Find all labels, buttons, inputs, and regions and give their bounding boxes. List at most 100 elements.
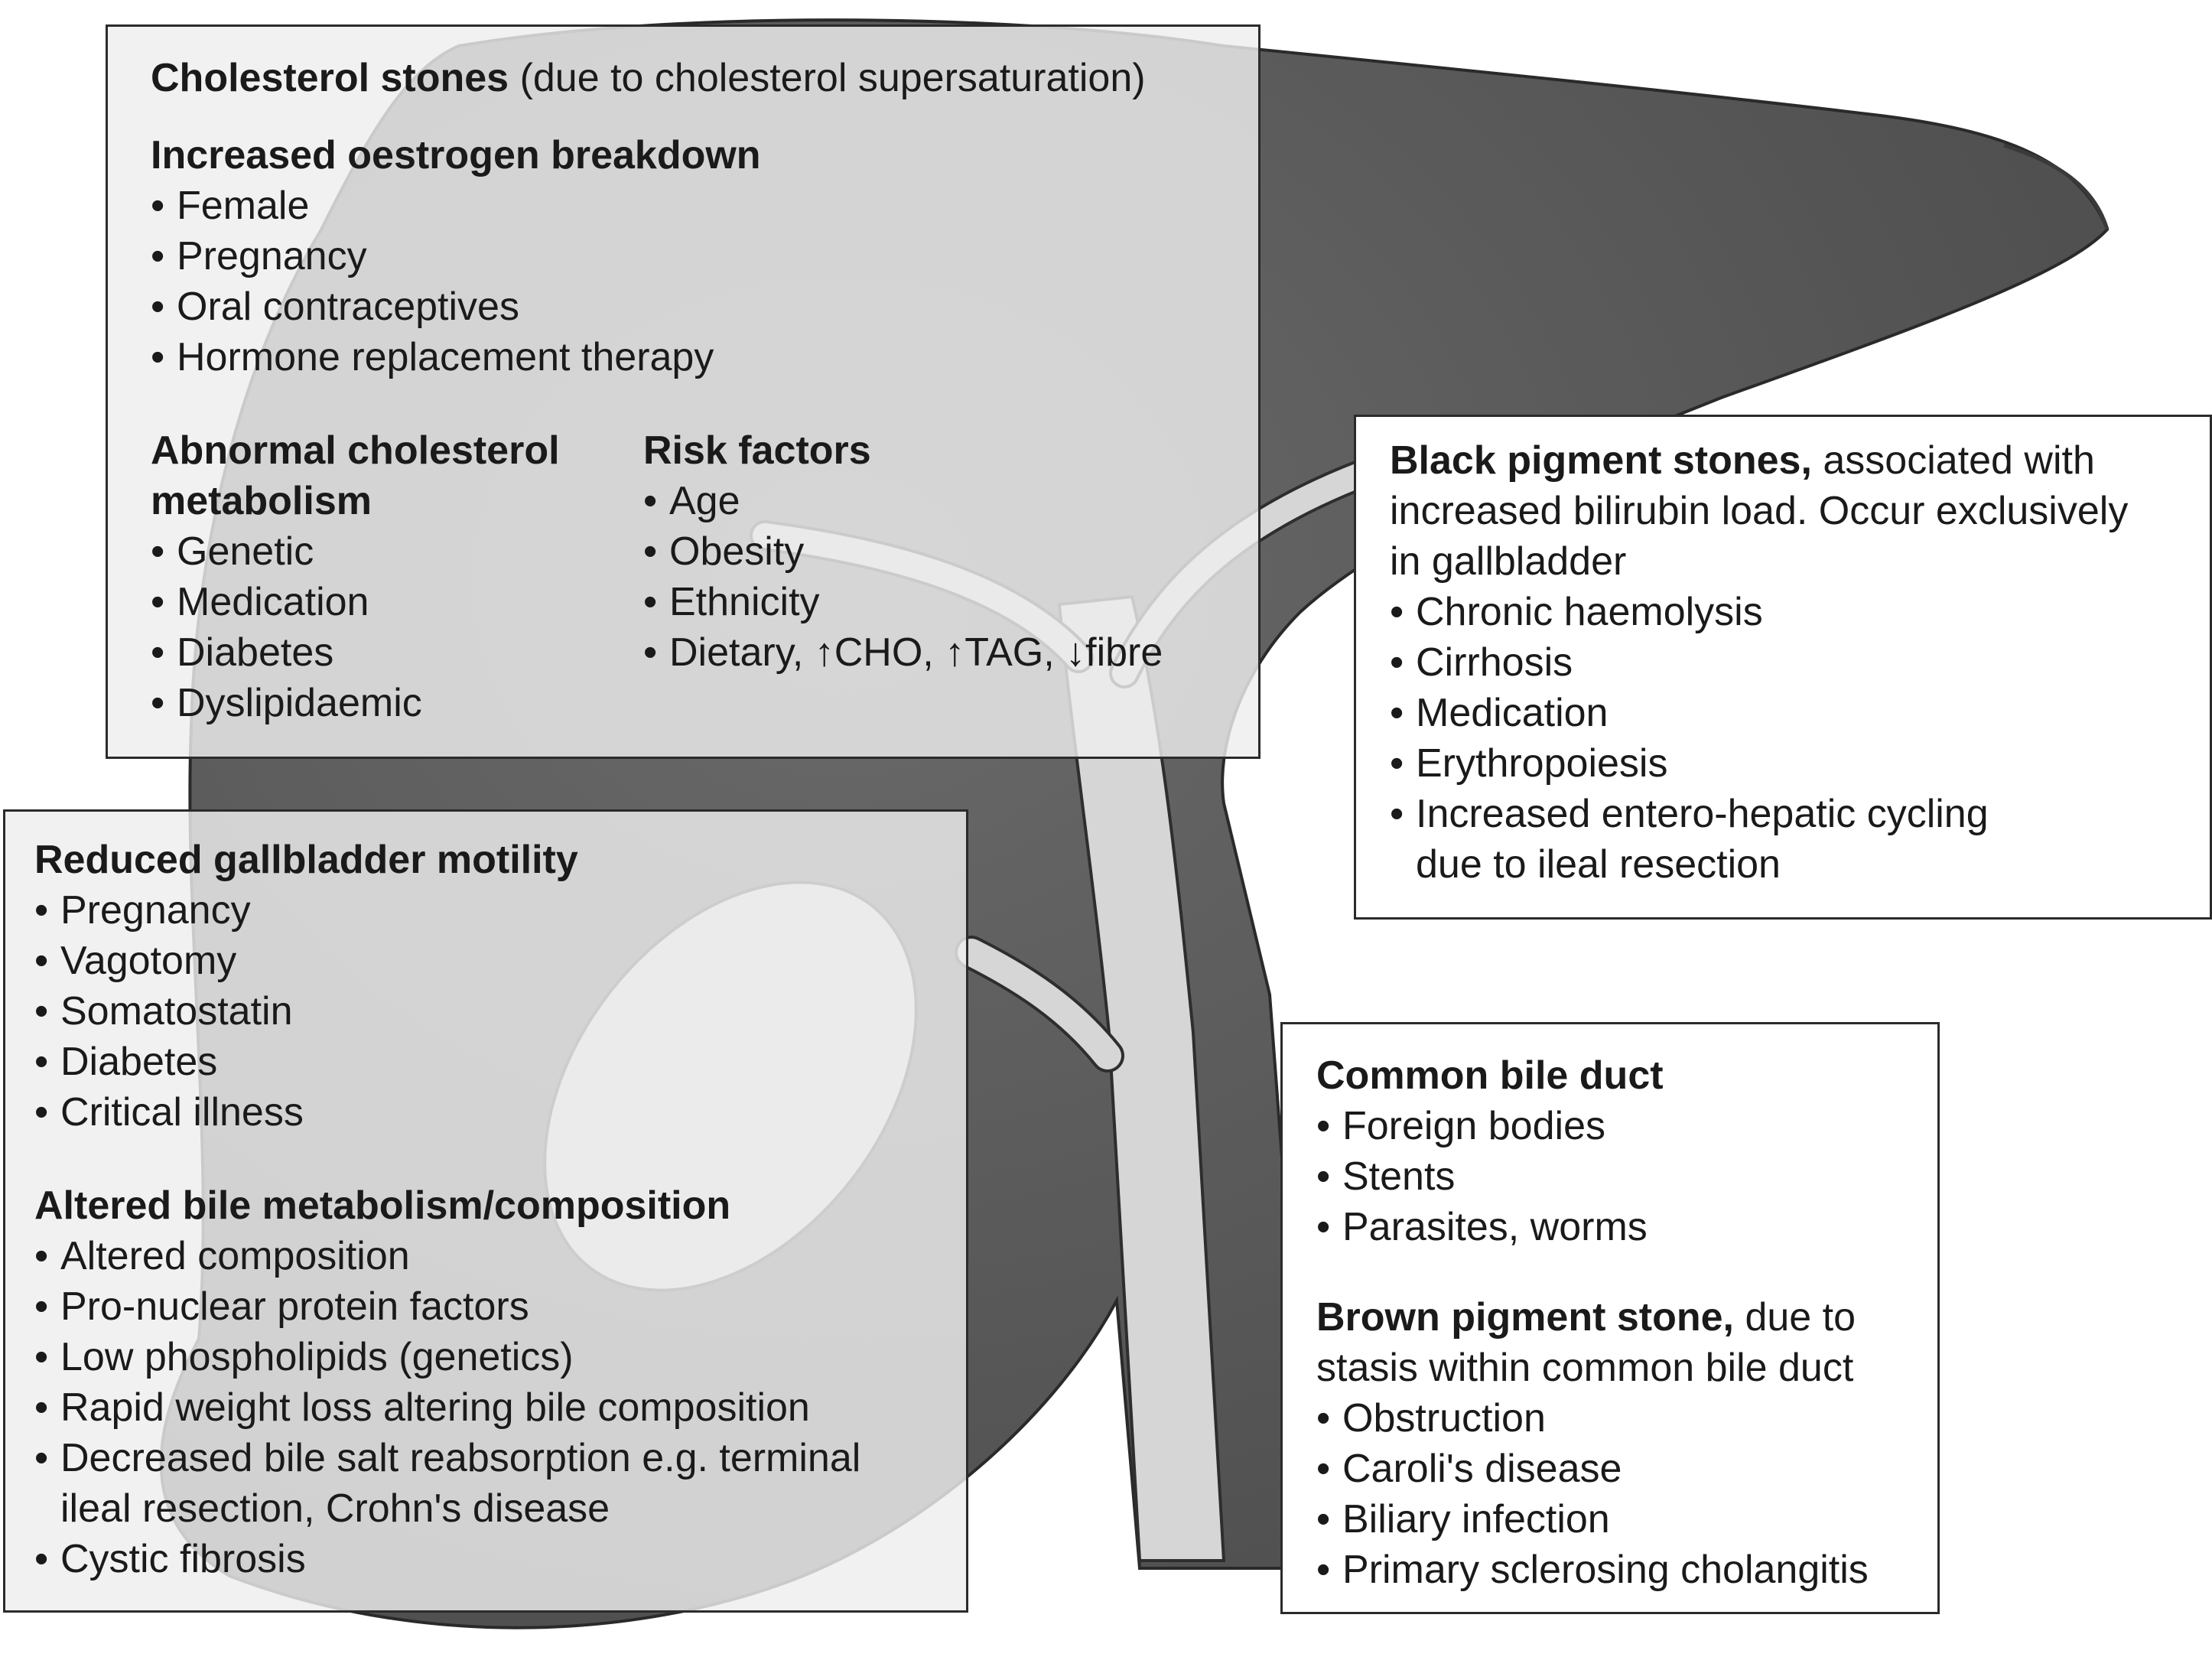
bullet: • <box>1390 590 1404 634</box>
list-item: •Biliary infection <box>1316 1494 1937 1545</box>
list-item-text: Chronic haemolysis <box>1416 590 1763 634</box>
bullet: • <box>151 580 165 624</box>
list-item: •Diabetes <box>34 1037 966 1087</box>
list-item-text: Dietary, ↑CHO, ↑TAG, ↓fibre <box>669 630 1163 675</box>
risk-factors-title: Risk factors <box>643 428 871 473</box>
list-item: •Obstruction <box>1316 1393 1937 1444</box>
list-item-text: Diabetes <box>177 630 334 675</box>
cholesterol-title: Cholesterol stones <box>151 56 509 100</box>
list-item: •Parasites, worms <box>1316 1202 1937 1252</box>
list-item: •Foreign bodies <box>1316 1101 1937 1151</box>
bullet: • <box>34 989 49 1034</box>
motility-title: Reduced gallbladder motility <box>34 838 578 882</box>
list-item: • Chronic haemolysis <box>1390 587 2210 637</box>
list-item: •Pro-nuclear protein factors <box>34 1281 966 1332</box>
bullet: • <box>1390 640 1404 685</box>
list-item-text: Decreased bile salt reabsorption e.g. te… <box>60 1436 861 1480</box>
list-item-text: Medication <box>1416 691 1609 735</box>
bullet: • <box>1390 792 1404 836</box>
list-item: • Hormone replacement therapy <box>151 332 1258 383</box>
bullet: • <box>34 939 49 983</box>
list-item-text: Rapid weight loss altering bile composit… <box>60 1385 810 1430</box>
list-item: •Medication <box>1390 688 2210 738</box>
bullet: • <box>151 335 165 379</box>
cholesterol-stones-box: Cholesterol stones (due to cholesterol s… <box>106 24 1261 759</box>
brown-pigment-desc-1: due to <box>1745 1295 1856 1340</box>
bullet: • <box>1316 1154 1331 1199</box>
cholesterol-heading: Cholesterol stones (due to cholesterol s… <box>151 53 1258 103</box>
black-pigment-stones-box: Black pigment stones, associated with in… <box>1354 415 2212 920</box>
list-item-continuation: ileal resection, Crohn's disease <box>60 1486 610 1531</box>
bile-metabolism-title: Altered bile metabolism/composition <box>34 1183 731 1228</box>
list-item: • Female <box>151 181 1258 231</box>
list-item-text: Stents <box>1342 1154 1456 1199</box>
list-item: •Cystic fibrosis <box>34 1534 966 1584</box>
list-item-text: Diabetes <box>60 1040 218 1084</box>
metabolism-title-line2: metabolism <box>151 479 372 523</box>
list-item-text: Hormone replacement therapy <box>177 335 714 379</box>
bullet: • <box>1316 1104 1331 1148</box>
list-item: •Erythropoiesis <box>1390 738 2210 789</box>
black-pigment-desc-2: increased bilirubin load. Occur exclusiv… <box>1390 489 2129 533</box>
list-item-text: Cystic fibrosis <box>60 1537 306 1581</box>
list-item-text: Cirrhosis <box>1416 640 1573 685</box>
list-item-text: Critical illness <box>60 1090 304 1135</box>
list-item-text: Genetic <box>177 529 314 574</box>
bullet: • <box>151 184 165 228</box>
bullet: • <box>34 1090 49 1135</box>
bullet: • <box>34 1335 49 1379</box>
list-item: • Dyslipidaemic <box>151 678 1258 728</box>
list-item: •Obesity <box>643 526 1258 577</box>
oestrogen-title: Increased oestrogen breakdown <box>151 133 761 177</box>
common-bile-duct-box: Common bile duct •Foreign bodies •Stents… <box>1280 1022 1940 1614</box>
gallbladder-factors-box: Reduced gallbladder motility •Pregnancy … <box>3 809 968 1613</box>
cystic-duct-fill <box>958 939 1121 1069</box>
cholesterol-subtitle: (due to cholesterol supersaturation) <box>519 56 1146 100</box>
bullet: • <box>643 479 658 523</box>
bullet: • <box>34 1537 49 1581</box>
list-item-text: Pregnancy <box>177 234 367 278</box>
bullet: • <box>1316 1447 1331 1491</box>
bullet: • <box>34 1040 49 1084</box>
bullet: • <box>151 630 165 675</box>
brown-pigment-title: Brown pigment stone, <box>1316 1295 1734 1340</box>
bullet: • <box>34 1436 49 1480</box>
brown-pigment-heading: Brown pigment stone, due to <box>1316 1292 1937 1343</box>
bullet: • <box>1316 1396 1331 1441</box>
black-pigment-desc-1: associated with <box>1823 438 2095 483</box>
list-item-text: Age <box>669 479 740 523</box>
list-item-text: Oral contraceptives <box>177 285 519 329</box>
list-item: •Critical illness <box>34 1087 966 1138</box>
list-item: •Altered composition <box>34 1231 966 1281</box>
bullet: • <box>643 529 658 574</box>
list-item: •Vagotomy <box>34 936 966 986</box>
bullet: • <box>151 234 165 278</box>
list-item-text: Ethnicity <box>669 580 820 624</box>
list-item: •Somatostatin <box>34 986 966 1037</box>
list-item-text: Somatostatin <box>60 989 293 1034</box>
list-item-text: Pro-nuclear protein factors <box>60 1284 529 1329</box>
bullet: • <box>151 285 165 329</box>
list-item: •Pregnancy <box>34 885 966 936</box>
bullet: • <box>151 681 165 725</box>
bullet: • <box>34 888 49 933</box>
list-item-text: Female <box>177 184 310 228</box>
list-item-text: Biliary infection <box>1342 1497 1610 1541</box>
list-item-text: Altered composition <box>60 1234 410 1278</box>
list-item: •Caroli's disease <box>1316 1444 1937 1494</box>
bullet: • <box>643 630 658 675</box>
list-item: •Ethnicity <box>643 577 1258 627</box>
black-pigment-desc-3: in gallbladder <box>1390 539 1627 584</box>
list-item: •Decreased bile salt reabsorption e.g. t… <box>34 1433 966 1483</box>
list-item-text: Pregnancy <box>60 888 251 933</box>
list-item: •Dietary, ↑CHO, ↑TAG, ↓fibre <box>643 627 1258 678</box>
list-item: •Primary sclerosing cholangitis <box>1316 1545 1937 1595</box>
list-item: •Increased entero-hepatic cycling <box>1390 789 2210 839</box>
list-item-text: Dyslipidaemic <box>177 681 422 725</box>
list-item: •Medication <box>151 577 1258 627</box>
bullet: • <box>1316 1548 1331 1592</box>
list-item-text: Obesity <box>669 529 805 574</box>
list-item-text: Caroli's disease <box>1342 1447 1622 1491</box>
list-item: • Pregnancy <box>151 231 1258 282</box>
brown-pigment-desc-2: stasis within common bile duct <box>1316 1346 1854 1390</box>
